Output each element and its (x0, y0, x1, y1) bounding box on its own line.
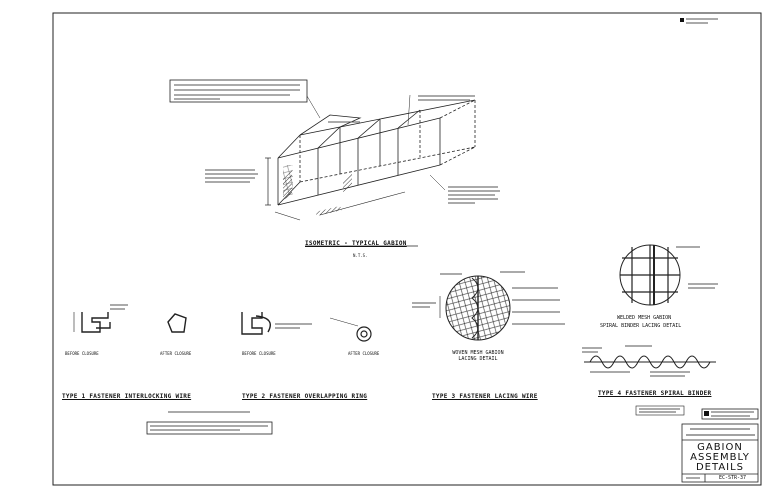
type1-after-figure (167, 313, 187, 333)
type1-before-figure (81, 312, 111, 333)
spiral-binder-figure (584, 355, 716, 369)
welded-mesh-detail (619, 244, 681, 306)
sheet-number: EC-STR-37 (718, 475, 747, 481)
type1-title: TYPE 1 FASTENER INTERLOCKING WIRE (62, 393, 192, 400)
type2-after-label: AFTER CLOSURE (348, 351, 380, 356)
isometric-gabion (277, 99, 476, 206)
type1-after-label: AFTER CLOSURE (160, 351, 192, 356)
type2-before-figure (241, 312, 271, 335)
type2-title: TYPE 2 FASTENER OVERLAPPING RING (242, 393, 368, 400)
woven-mesh-detail (445, 275, 511, 341)
note-box-center (146, 421, 273, 435)
sheet-border (52, 12, 762, 486)
title-block-line1: GABION (697, 442, 743, 453)
title-block-line3: DETAILS (695, 462, 745, 473)
isometric-subtitle: N.T.S. (353, 253, 368, 258)
type2-after-figure (356, 326, 372, 342)
type3-title: TYPE 3 FASTENER LACING WIRE (432, 393, 538, 400)
type4-title: TYPE 4 FASTENER SPIRAL BINDER (598, 390, 712, 397)
type4-caption-line1: WELDED MESH GABION (617, 315, 672, 321)
type2-before-label: BEFORE CLOSURE (242, 351, 276, 356)
isometric-title: ISOMETRIC - TYPICAL GABION (305, 240, 407, 247)
title-block (681, 408, 759, 483)
note-box-type4 (635, 405, 685, 416)
type3-caption: WOVEN MESH GABION LACING DETAIL (452, 350, 504, 362)
type4-caption-line2: SPIRAL BINDER LACING DETAIL (600, 323, 682, 329)
title-block-line2: ASSEMBLY (690, 452, 750, 463)
top-right-marker (680, 18, 684, 22)
type1-before-label: BEFORE CLOSURE (65, 351, 99, 356)
